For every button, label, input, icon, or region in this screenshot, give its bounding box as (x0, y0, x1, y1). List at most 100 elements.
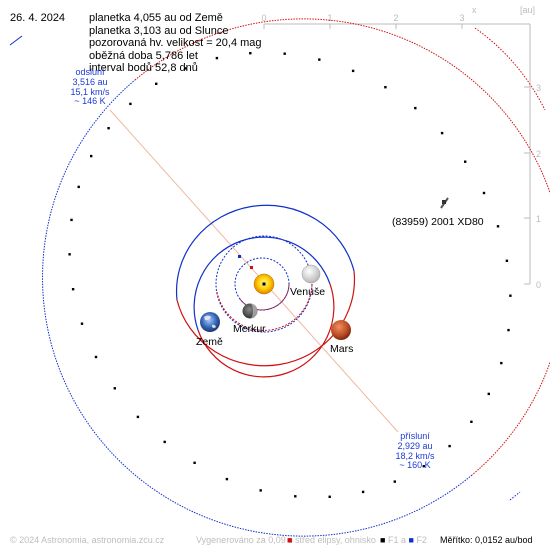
info-line: pozorovaná hv. velikost = 20,4 mag (89, 37, 262, 49)
orbit-point (94, 355, 98, 359)
orbit-point (414, 106, 417, 110)
orbit-point (496, 225, 500, 228)
mars-orbit-red (176, 270, 356, 367)
orbit-point (129, 102, 132, 106)
perihelion-note: přísluní 2,929 au 18,2 km/s ~ 160 K (385, 431, 445, 471)
aphelion-temp: ~ 146 K (74, 96, 106, 107)
orbit-point (215, 56, 219, 60)
orbit-point (113, 387, 116, 390)
apsides-line (109, 109, 399, 433)
scale-label: Měřítko: 0,0152 au/bod (440, 535, 533, 545)
orbit-point (107, 127, 110, 130)
orbit-point (464, 160, 467, 163)
y-tick-label: 1 (536, 214, 541, 224)
orbit-fragment (9, 35, 23, 46)
orbit-point (318, 58, 321, 61)
venus-icon (301, 264, 321, 284)
orbit-point (184, 67, 187, 70)
aphelion-distance: 3,516 au (72, 76, 108, 87)
orbit-point (249, 52, 252, 55)
x-tick-label: 0 (261, 13, 266, 23)
orbit-point (384, 86, 387, 89)
orbit-point (225, 477, 229, 481)
y-axis: 3 2 1 0 (524, 24, 541, 290)
asteroid-icon (440, 197, 449, 209)
orbit-point (500, 361, 503, 365)
y-tick-label: 0 (536, 280, 541, 290)
aphelion-speed: 15,1 km/s (70, 86, 110, 97)
perihelion-title: přísluní (400, 431, 430, 441)
mercury-icon (242, 303, 258, 319)
earth-label: Země (196, 336, 223, 348)
orbit-point (77, 185, 80, 189)
orbit-point (294, 495, 297, 498)
orbit-point (70, 218, 73, 222)
legend-center: ■ střed elipsy, ohnisko (287, 535, 376, 545)
perihelion-temp: ~ 160 K (399, 460, 431, 471)
earth-orbit-red (197, 283, 335, 378)
info-line: planetka 4,055 au od Země (89, 12, 223, 24)
asteroid-orbit-extension (474, 27, 546, 111)
info-line: planetka 3,103 au od Slunce (89, 24, 229, 37)
orbit-point (422, 465, 425, 468)
info-line: interval bodů 52,8 dnů (89, 62, 198, 74)
asteroid-orbit-north (134, 18, 550, 476)
asteroid-label: (83959) 2001 XD80 (392, 216, 484, 228)
orbit-point (505, 259, 509, 262)
orbit-point (440, 131, 444, 135)
orbit-point (361, 490, 365, 494)
earth-orbit-blue (193, 236, 331, 331)
copyright-link[interactable]: © 2024 Astronomia, astronomia.zcu.cz (10, 535, 165, 545)
asteroid-orbit-south (42, 79, 473, 537)
y-tick-label: 3 (536, 83, 541, 93)
orbit-point (507, 328, 510, 332)
info-line: oběžná doba 5,786 let (89, 49, 198, 62)
orbit-point (193, 461, 196, 464)
x-tick-label: 1 (327, 13, 332, 23)
venus-orbit-red (216, 283, 313, 331)
orbit-point (487, 392, 490, 396)
legend-foci: ■ F1 a ■ F2 (380, 535, 427, 545)
orbit-point (448, 444, 451, 448)
x-tick-label: 3 (459, 13, 464, 23)
x-axis: 0 1 2 3 x [au] (261, 5, 535, 29)
orbit-point (328, 495, 331, 498)
venus-label: Venuše (290, 286, 325, 298)
orbit-point (351, 69, 355, 73)
x-axis-label: x (472, 5, 477, 15)
date-label: 26. 4. 2024 (10, 12, 66, 24)
orbit-point-markers (68, 52, 512, 498)
orbit-point (68, 253, 71, 256)
sun-icon (253, 273, 275, 295)
orbit-point (80, 322, 84, 325)
x-tick-label: 2 (393, 13, 398, 23)
orbit-point (259, 489, 262, 492)
orbit-point (283, 52, 286, 55)
aphelion-note: odsluní 3,516 au 15,1 km/s ~ 146 K (60, 67, 120, 107)
orbit-fragment (509, 491, 521, 501)
venus-orbit (215, 235, 313, 333)
asteroid-info: planetka 4,055 au od Země planetka 3,103… (89, 12, 262, 75)
mars-label: Mars (330, 343, 353, 355)
orbit-point (136, 415, 140, 419)
center-marker (250, 266, 253, 269)
mars-icon (331, 320, 351, 340)
footer: © 2024 Astronomia, astronomia.zcu.cz Vyg… (0, 533, 550, 549)
orbit-point (71, 288, 75, 291)
orbit-point (393, 480, 396, 483)
orbit-point (470, 420, 473, 423)
mercury-label: Merkur (233, 323, 266, 335)
orbit-point (155, 82, 158, 85)
mars-orbit-blue (175, 204, 355, 301)
focus-marker (238, 255, 241, 258)
aphelion-title: odsluní (75, 67, 105, 77)
earth-icon (200, 312, 220, 332)
perihelion-speed: 18,2 km/s (395, 450, 435, 461)
generated-time: Vygenerováno za 0,09 s (196, 535, 293, 545)
orbit-point (482, 191, 486, 195)
orbit-point (163, 440, 166, 444)
orbit-point (509, 294, 512, 297)
y-tick-label: 2 (536, 149, 541, 159)
unit-label: [au] (520, 5, 535, 15)
